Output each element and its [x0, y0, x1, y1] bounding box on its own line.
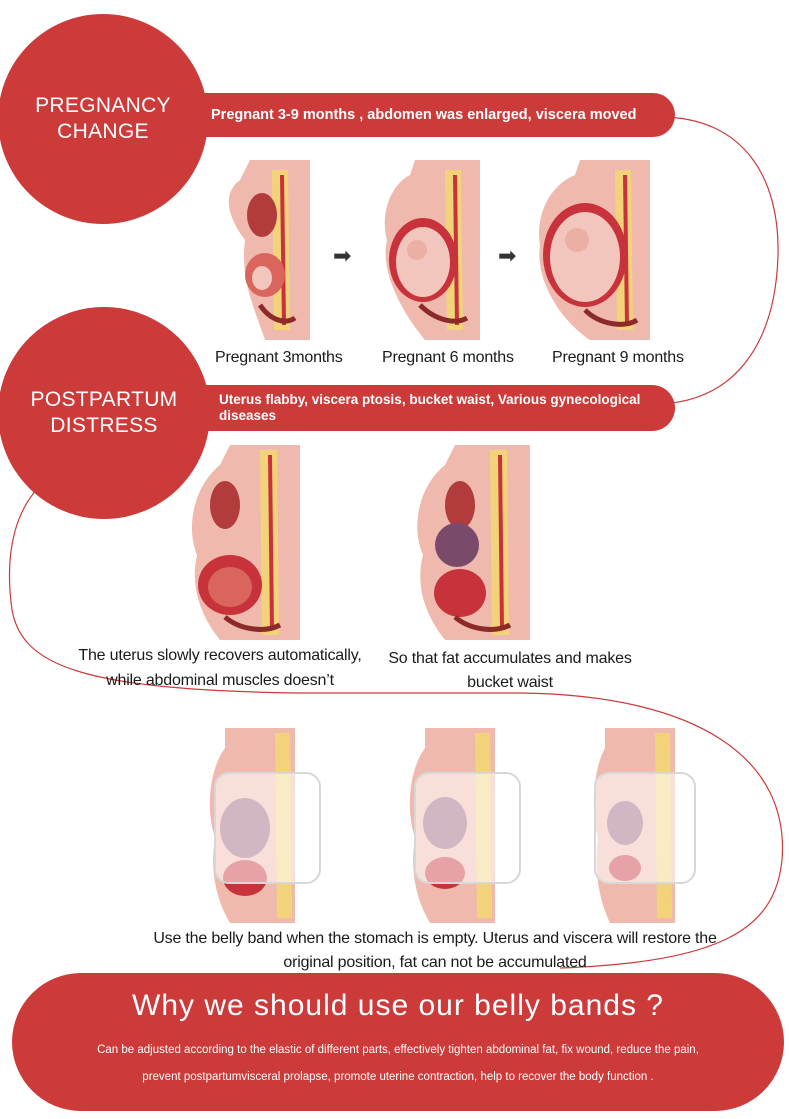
why-use-banner: Why we should use our belly bands ? Can … [12, 973, 784, 1111]
pregnancy-6months-illustration [375, 160, 505, 340]
postpartum-banner-line2: diseases [219, 408, 277, 423]
pregnancy-3months-caption: Pregnant 3months [215, 349, 343, 366]
pregnancy-6months-caption: Pregnant 6 months [382, 349, 514, 366]
why-use-title: Why we should use our belly bands ? [132, 989, 664, 1022]
postpartum-banner-line1: Uterus flabby, viscera ptosis, bucket wa… [219, 392, 641, 408]
bucket-waist-caption-line1: So that fat accumulates and makes [388, 650, 632, 667]
pregnancy-change-label: PREGNANCY CHANGE [35, 93, 171, 143]
uterus-recovers-caption-line1: The uterus slowly recovers automatically… [78, 647, 362, 664]
belly-band-illustration-3 [580, 728, 705, 923]
why-use-description-line2: prevent postpartumvisceral prolapse, pro… [142, 1071, 654, 1083]
postpartum-distress-circle: POSTPARTUM DISTRESS [0, 307, 210, 519]
postpartum-uterus-illustration [175, 445, 335, 640]
why-use-description-line1: Can be adjusted according to the elastic… [97, 1044, 699, 1056]
pregnancy-9months-illustration [535, 160, 675, 340]
belly-band-caption-line2: original position, fat can not be accumu… [283, 954, 587, 971]
pregnancy-banner-text: Pregnant 3-9 months , abdomen was enlarg… [211, 107, 637, 123]
postpartum-bucket-waist-illustration [405, 445, 565, 640]
postpartum-distress-label: POSTPARTUM DISTRESS [30, 387, 178, 437]
belly-band-illustration-1 [200, 728, 330, 923]
pregnancy-banner: Pregnant 3-9 months , abdomen was enlarg… [195, 93, 675, 137]
bucket-waist-caption-line2: bucket waist [467, 674, 553, 691]
belly-band-illustration-2 [400, 728, 530, 923]
pregnancy-3months-illustration [210, 160, 335, 340]
belly-band-caption-line1: Use the belly band when the stomach is e… [153, 930, 717, 947]
postpartum-banner: Uterus flabby, viscera ptosis, bucket wa… [205, 385, 675, 431]
right-arrow-icon: ➡ [333, 243, 352, 268]
right-arrow-icon: ➡ [498, 243, 517, 268]
uterus-recovers-caption-line2: while abdominal muscles doesn’t [106, 672, 334, 689]
pregnancy-change-circle: PREGNANCY CHANGE [0, 14, 208, 224]
pregnancy-9months-caption: Pregnant 9 months [552, 349, 684, 366]
